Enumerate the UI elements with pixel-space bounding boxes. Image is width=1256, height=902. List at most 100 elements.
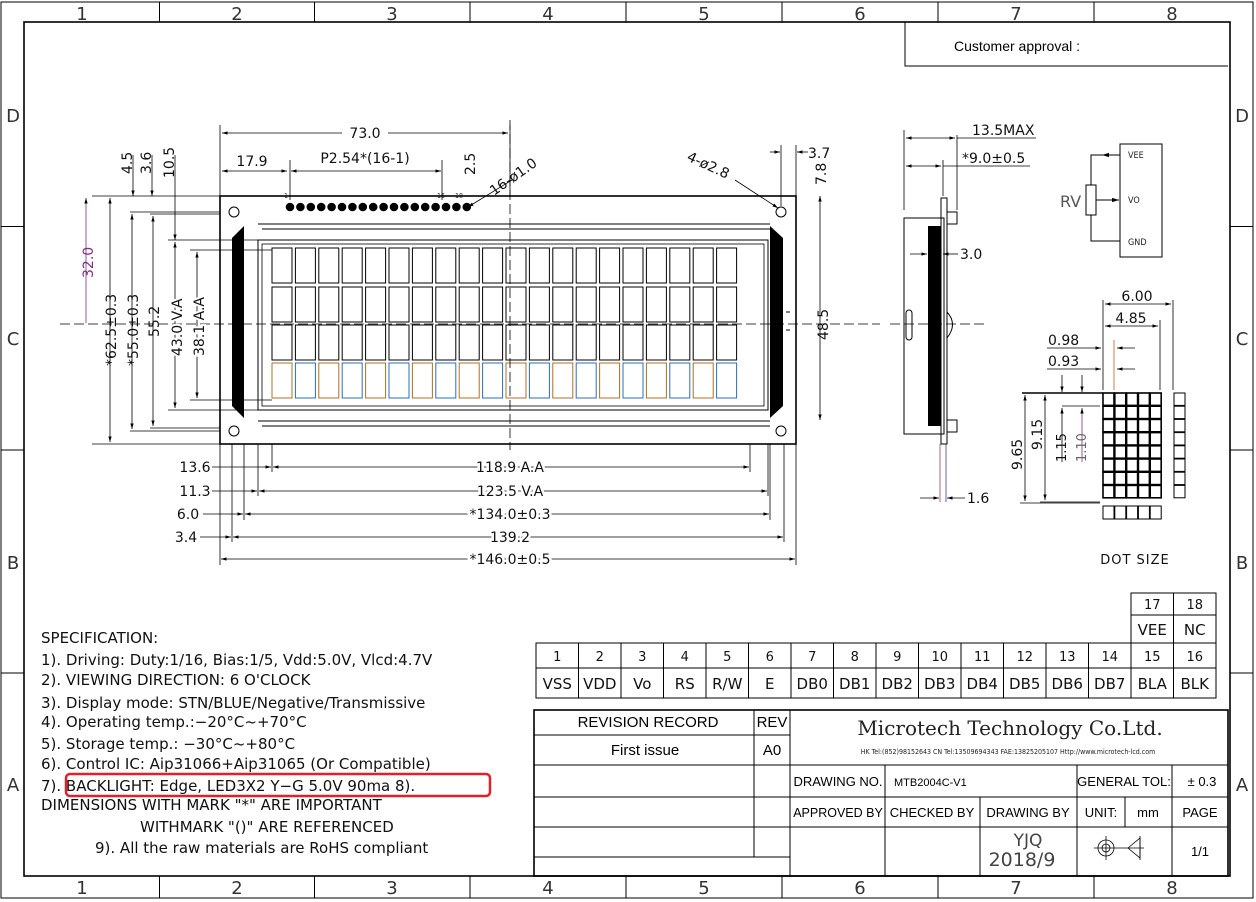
character-cell <box>575 286 597 323</box>
dim-4-5: 4.5 <box>120 152 136 174</box>
character-cell <box>552 247 574 284</box>
rev-header: REV <box>757 714 788 731</box>
character-cell <box>341 247 363 284</box>
left-connector-strip <box>232 226 244 418</box>
vo-label: VO <box>1128 196 1140 206</box>
pin-number: 18 <box>1186 598 1203 613</box>
pin-name: DB2 <box>882 675 913 693</box>
character-cell <box>388 362 410 399</box>
character-cell <box>552 324 574 361</box>
dot-size-detail: 6.00 4.85 0.98 0.93 9.65 9.15 1.15 1.10 … <box>1010 289 1186 568</box>
pin-pad <box>441 202 451 212</box>
character-cell <box>692 286 714 323</box>
dot-cell <box>1137 392 1151 407</box>
pin-pad <box>410 202 420 212</box>
character-cell <box>716 247 738 284</box>
dot-cell <box>1149 405 1162 420</box>
spec-line: DIMENSIONS WITH MARK "*" ARE IMPORTANT <box>41 796 383 814</box>
pin-name: VDD <box>583 675 616 693</box>
lcd-side-view: 13.5MAX *9.0±0.5 3.0 1.6 <box>890 123 1036 507</box>
dot-cell <box>1102 471 1115 486</box>
dim-0-93: 0.93 <box>1048 354 1079 370</box>
frame-row-label: A <box>1236 775 1249 796</box>
dim-mount-hole: 4-ø2.8 <box>684 149 731 182</box>
character-cell <box>669 286 691 323</box>
cursor-dot-cell <box>1149 505 1162 520</box>
drawing-date: 2018/9 <box>989 849 1056 871</box>
pin-pad <box>306 202 316 212</box>
adjacent-dot-cell <box>1173 418 1186 433</box>
pin-name: DB7 <box>1094 675 1125 693</box>
pin-number: 3 <box>638 650 646 665</box>
cursor-dot-cell <box>1126 505 1139 520</box>
character-cell <box>482 286 504 323</box>
dot-cell <box>1125 484 1139 499</box>
dim-134: *134.0±0.3 <box>469 507 550 523</box>
drawing-no: MTB2004C-V1 <box>894 777 967 789</box>
pin-number: 7 <box>808 650 816 665</box>
dot-cell <box>1102 458 1115 473</box>
pin-18-label: 18 <box>455 192 463 200</box>
dim-43-va: 43.0 V.A <box>170 298 186 356</box>
character-cell <box>669 247 691 284</box>
spec-line: 6). Control IC: Aip31066+Aip31065 (Or Co… <box>41 755 431 773</box>
dot-cell <box>1114 444 1127 459</box>
pin-name: BLA <box>1138 675 1168 693</box>
dot-cell <box>1125 471 1139 486</box>
dim-123-5-va: 123.5 V.A <box>477 484 544 500</box>
pin-pad <box>327 202 336 212</box>
pin-row <box>285 202 472 212</box>
dim-17-9: 17.9 <box>236 154 267 170</box>
pin-name-cell <box>1173 667 1217 699</box>
character-cell <box>599 247 621 284</box>
pin-pad <box>462 202 472 212</box>
dot-cell <box>1102 431 1115 446</box>
pin-16-label: 16 <box>437 192 445 200</box>
dot-cell <box>1125 392 1139 407</box>
general-tol: ± 0.3 <box>1188 774 1217 789</box>
character-cell <box>575 362 597 399</box>
projection-symbol-icon <box>1094 836 1144 860</box>
pin-1-label: 1 <box>284 192 288 200</box>
pin-name: R/W <box>712 675 742 693</box>
character-cell <box>716 362 738 399</box>
pin-pad <box>337 202 347 212</box>
pin-name: DB3 <box>924 675 955 693</box>
dot-cell <box>1149 392 1162 407</box>
character-cell <box>365 286 387 323</box>
pin-pad <box>348 202 357 212</box>
character-cell <box>318 362 340 399</box>
dim-13-6: 13.6 <box>179 460 210 476</box>
dim-73: 73.0 <box>349 126 380 142</box>
company-contact: HK Tel:(852)98152643 CN Tel:13509694343 … <box>861 748 1156 756</box>
frame-column-label: 6 <box>854 878 865 899</box>
frame-row-label: C <box>1236 329 1249 350</box>
pin-pad <box>285 202 295 212</box>
character-cell <box>388 324 410 361</box>
frame-column-label: 4 <box>542 4 553 25</box>
dim-55-2: 55.2 <box>147 306 163 337</box>
vee-label: VEE <box>1128 151 1144 161</box>
character-cell <box>388 247 410 284</box>
character-cell <box>692 324 714 361</box>
dot-cell <box>1149 458 1162 473</box>
pin-assignment-table: 1VSS2VDD3Vo4RS5R/W6E7DB08DB19DB210DB311D… <box>535 592 1217 699</box>
character-cell <box>388 286 410 323</box>
adjacent-dot-cell <box>1173 484 1186 499</box>
character-cell <box>411 362 433 399</box>
character-cell <box>692 247 714 284</box>
revision-record-header: REVISION RECORD <box>578 714 719 731</box>
character-cell <box>622 362 644 399</box>
unit-label: UNIT: <box>1085 805 1118 820</box>
frame-column-label: 5 <box>698 878 709 899</box>
checked-by-label: CHECKED BY <box>890 805 975 820</box>
dim-3-6: 3.6 <box>139 152 155 174</box>
general-tol-label: GENERAL TOL: <box>1077 774 1171 789</box>
pin-number: 12 <box>1016 650 1033 665</box>
adjacent-dot-cell <box>1173 392 1186 406</box>
dim-10-5: 10.5 <box>162 147 178 178</box>
rv-label: RV <box>1060 192 1081 211</box>
character-cell <box>458 362 480 399</box>
dot-cell <box>1114 431 1127 446</box>
pin-pad <box>379 202 388 212</box>
